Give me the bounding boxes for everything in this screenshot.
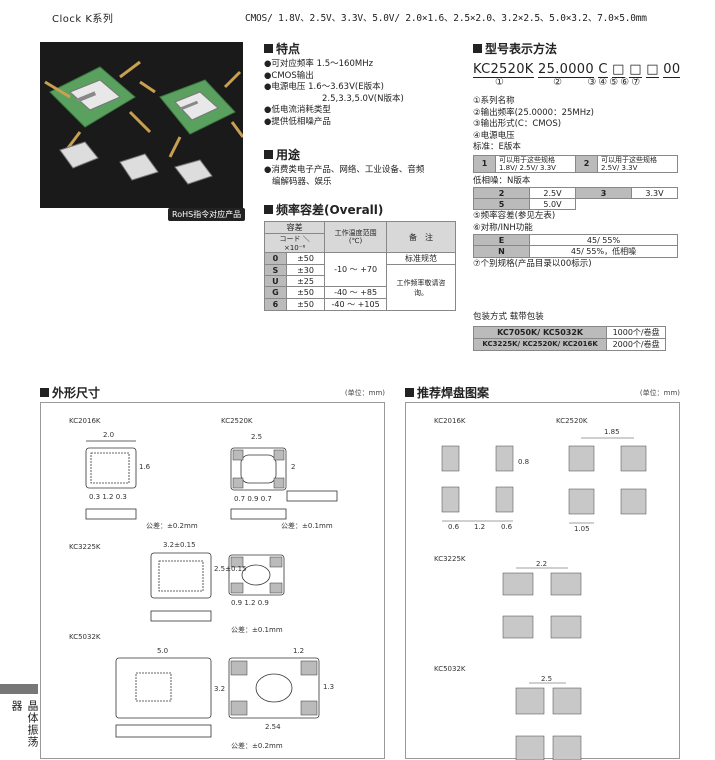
dim-value: 2.0: [103, 431, 115, 439]
square-bullet-icon: [264, 205, 273, 214]
dim-value: 1.3: [323, 683, 335, 691]
pad-value: 1.85: [604, 428, 620, 436]
side-tab-marker: [0, 684, 38, 694]
pad-value: 2.2: [536, 560, 548, 568]
tolerance-section: 频率容差(Overall) 容差 工作温度范围(℃) 备 注 コード ＼ ×10…: [263, 201, 457, 311]
pads-unit: (单位：mm): [639, 389, 680, 397]
e-version-table: 1 可以用于这些规格 1.8V/ 2.5V/ 3.3V 2 可以用于这些规格 2…: [473, 154, 678, 173]
model-line: ③输出形式(C：CMOS): [473, 119, 562, 129]
dims-label: KC2016K: [69, 417, 101, 425]
tolerance-note: 公差：±0.1mm: [281, 522, 333, 530]
model-heading: 型号表示方法: [473, 40, 693, 57]
spec-line: CMOS/ 1.8V、2.5V、3.3V、5.0V/ 2.0×1.6、2.5×2…: [245, 13, 647, 24]
pads-header: 推荐焊盘图案 (单位：mm): [405, 384, 680, 401]
tolerance-note: 公差：±0.2mm: [231, 742, 283, 750]
lownoise-label: 低相噪：N版本: [473, 175, 531, 186]
dim-value: 1.6: [139, 463, 151, 471]
model-section: 型号表示方法 KC2520K 25.0000 C □ □ □ 00 ① ② ③④…: [473, 40, 693, 271]
pad-value: 0.6: [501, 523, 513, 531]
feature-item: ●提供低相噪产品: [264, 116, 331, 127]
pads-panel: KC2016K KC2520K KC3225K KC5032K 0.6 1.2 …: [405, 402, 680, 760]
usage-item: ●消费类电子产品、网络、工业设备、音频: [264, 165, 425, 175]
dim-value: 5.0: [157, 647, 169, 655]
dim-value: 2.5±0.15: [214, 565, 247, 573]
model-line: ②输出频率(25.0000：25MHz): [473, 107, 594, 118]
dim-value: 2.5: [251, 433, 263, 441]
table-row: G ±50 -40 〜 +85: [264, 286, 456, 299]
feature-item: ●电源电压 1.6〜3.63V(E版本): [264, 82, 384, 92]
pad-value: 1.2: [474, 523, 486, 531]
model-line: 标准：E版本: [473, 142, 521, 152]
pads-label: KC2520K: [556, 417, 588, 425]
product-photo: [40, 42, 243, 208]
dims-drawing: [85, 440, 338, 738]
model-code: KC2520K 25.0000 C □ □ □ 00: [473, 62, 681, 78]
pad-value: 1.05: [574, 525, 590, 533]
pads-heading: 推荐焊盘图案: [405, 384, 680, 401]
table-row: 6 ±50 -40 〜 +105: [264, 298, 456, 311]
dims-unit: (单位：mm): [344, 389, 385, 397]
dim-value: 3.2: [214, 685, 226, 693]
usage-section: 用途 ●消费类电子产品、网络、工业设备、音频 编解码器、娱乐: [264, 146, 424, 188]
n-version-table: 2 2.5V 3 3.3V 5 5.0V: [473, 187, 678, 210]
dim-value: 0.3 1.2 0.3: [89, 493, 127, 501]
pad-value: 0.6: [448, 523, 460, 531]
square-bullet-icon: [405, 388, 414, 397]
dims-heading: 外形尺寸: [40, 384, 385, 401]
rohs-badge: RoHS指令对应产品: [168, 208, 246, 221]
tolerance-table: 容差 工作温度范围(℃) 备 注 コード ＼ ×10⁻⁶ 0 ±50 -10 〜…: [263, 221, 457, 311]
model-line: ④电源电压: [473, 130, 515, 141]
dims-panel: KC2016K KC2520K KC3225K KC5032K: [40, 402, 385, 759]
square-bullet-icon: [264, 44, 273, 53]
dim-value: 2.54: [265, 723, 281, 731]
model-indices: ① ② ③④⑤⑥⑦: [495, 77, 643, 88]
dim-value: 0.9 1.2 0.9: [231, 599, 269, 607]
side-category: 晶体振荡器: [10, 700, 39, 748]
dim-value: 3.2±0.15: [163, 541, 196, 549]
feature-item: ●可对应频率 1.5〜160MHz: [264, 59, 374, 69]
dims-label: KC5032K: [69, 633, 101, 641]
square-bullet-icon: [40, 388, 49, 397]
dims-label: KC2520K: [221, 417, 253, 425]
square-bullet-icon: [473, 44, 482, 53]
feature-item: ●CMOS输出: [264, 70, 314, 81]
square-bullet-icon: [264, 150, 273, 159]
features-section: 特点 ●可对应频率 1.5〜160MHz ●CMOS输出 ●电源电压 1.6〜3…: [264, 40, 404, 128]
model-line: ⑦个别规格(产品目录以00标示): [473, 259, 592, 269]
pads-drawing: [441, 437, 647, 760]
dims-header: 外形尺寸 (单位：mm): [40, 384, 385, 401]
pads-label: KC3225K: [434, 555, 466, 563]
feature-item: 2.5,3.3,5.0V(N版本): [322, 93, 404, 104]
pads-label: KC2016K: [434, 417, 466, 425]
pad-value: 0.8: [518, 458, 530, 466]
tolerance-note: 公差：±0.2mm: [146, 522, 198, 530]
dims-label: KC3225K: [69, 543, 101, 551]
packing-title: 包装方式 载带包装: [473, 312, 544, 322]
model-line: ⑤频率容差(参见左表): [473, 211, 556, 221]
table-row: S ±30 工作频率敬请咨询。: [264, 264, 457, 311]
tolerance-heading: 频率容差(Overall): [264, 201, 456, 218]
pads-label: KC5032K: [434, 665, 466, 673]
pad-value: 2.5: [541, 675, 553, 683]
model-line: ①系列名称: [473, 96, 515, 106]
tolerance-note: 公差：±0.1mm: [231, 626, 283, 634]
features-heading: 特点: [264, 40, 404, 57]
series-title: Clock K系列: [52, 14, 114, 25]
table-row: 0 ±50 -10 〜 +70 标准规范: [264, 252, 457, 287]
usage-item: 编解码器、娱乐: [272, 176, 332, 187]
usage-heading: 用途: [264, 146, 424, 163]
dim-value: 1.2: [293, 647, 305, 655]
dim-value: 0.7 0.9 0.7: [234, 495, 272, 503]
dim-value: 2: [291, 463, 296, 471]
feature-item: ●低电流消耗类型: [264, 105, 331, 115]
model-line: ⑥对称/INH功能: [473, 222, 533, 233]
